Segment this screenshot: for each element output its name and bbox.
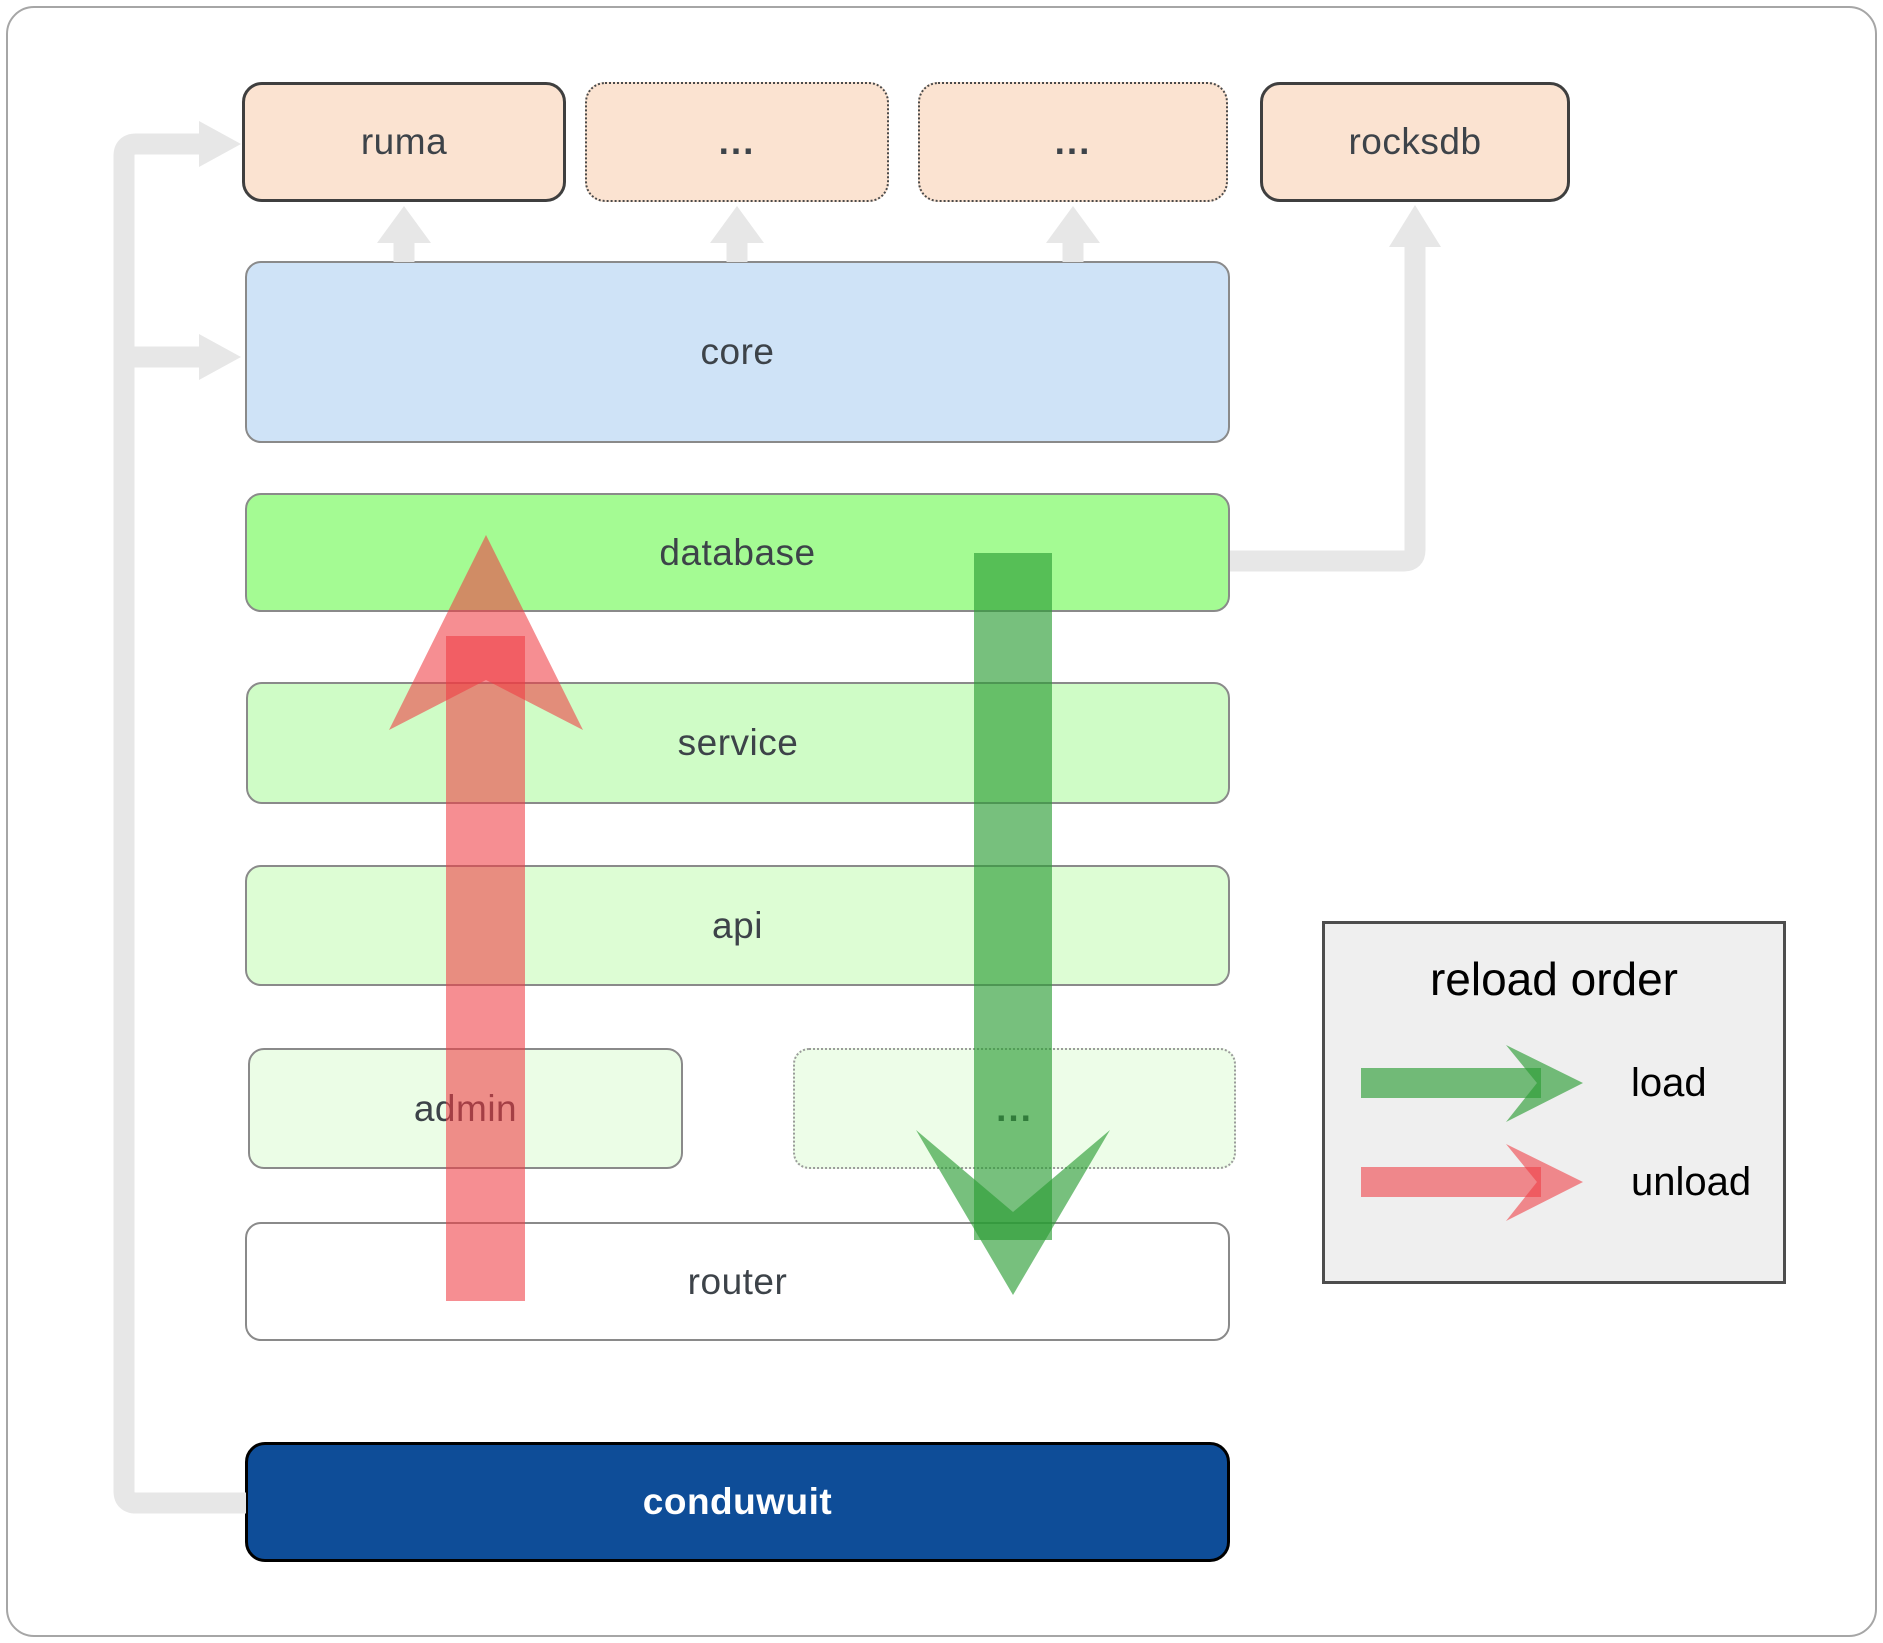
node-ellipsis-admin-label: ... <box>996 1087 1033 1129</box>
node-ruma-label: ruma <box>360 121 448 162</box>
node-admin: admin <box>248 1048 683 1169</box>
node-database-label: database <box>659 531 816 573</box>
legend-label-unload: unload <box>1631 1159 1752 1204</box>
node-api: api <box>245 865 1230 986</box>
legend-box: reload order load unload <box>1322 921 1786 1284</box>
node-ruma: ruma <box>242 82 566 202</box>
legend-title: reload order <box>1429 953 1679 1005</box>
node-core: core <box>245 261 1230 443</box>
node-service: service <box>246 682 1230 804</box>
node-service-label: service <box>677 722 799 763</box>
node-ellipsis-top-1-label: ... <box>718 121 756 162</box>
node-rocksdb-label: rocksdb <box>1348 121 1482 162</box>
unload-arrow-icon <box>1361 1144 1583 1221</box>
node-conduwuit-label: conduwuit <box>642 1481 833 1522</box>
node-ellipsis-admin: ... <box>793 1048 1236 1169</box>
node-ellipsis-top-2-label: ... <box>1054 121 1092 162</box>
node-admin-label: admin <box>413 1087 518 1129</box>
node-conduwuit: conduwuit <box>245 1442 1230 1562</box>
node-core-label: core <box>700 331 775 372</box>
node-router-label: router <box>687 1260 788 1302</box>
load-arrow-icon <box>1361 1045 1583 1122</box>
legend-row-load: load <box>1359 1038 1707 1128</box>
node-api-label: api <box>712 904 763 946</box>
node-ellipsis-top-1: ... <box>585 82 889 202</box>
legend-label-load: load <box>1631 1060 1707 1105</box>
node-router: router <box>245 1222 1230 1341</box>
node-database: database <box>245 493 1230 612</box>
legend-row-unload: unload <box>1359 1137 1751 1227</box>
node-ellipsis-top-2: ... <box>918 82 1228 202</box>
node-rocksdb: rocksdb <box>1260 82 1570 202</box>
outer-frame <box>6 6 1877 1637</box>
